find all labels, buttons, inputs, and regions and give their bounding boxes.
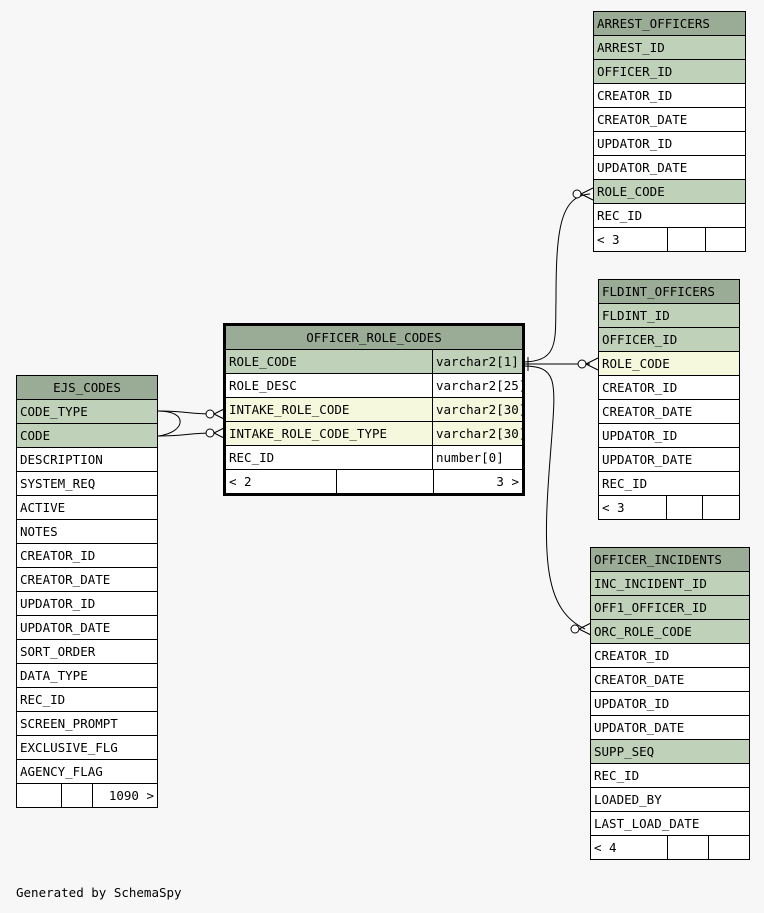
- column-name: NOTES: [20, 524, 58, 539]
- column-name: CREATOR_DATE: [602, 404, 693, 419]
- column-type: number[0]: [432, 446, 522, 469]
- column-name: REC_ID: [597, 208, 643, 223]
- column-name: SCREEN_PROMPT: [20, 716, 118, 731]
- crows-foot: [580, 187, 594, 201]
- column-name: CREATOR_ID: [602, 380, 678, 395]
- column-name: CREATOR_ID: [20, 548, 96, 563]
- table-arrest-officers[interactable]: ARREST_OFFICERS ARREST_ID OFFICER_ID CRE…: [593, 11, 746, 252]
- column-type: varchar2[30]: [432, 422, 522, 445]
- column-name: CODE: [20, 428, 51, 443]
- table-title: OFFICER_INCIDENTS: [594, 552, 722, 567]
- crows-foot: [585, 357, 599, 371]
- column-name: UPDATOR_DATE: [20, 620, 111, 635]
- child-count: 1090 >: [92, 784, 157, 807]
- column-name: UPDATOR_DATE: [597, 160, 688, 175]
- parent-count: < 3: [602, 500, 625, 515]
- column-name: ROLE_CODE: [597, 184, 665, 199]
- table-title: EJS_CODES: [53, 380, 121, 395]
- column-name: FLDINT_ID: [602, 308, 670, 323]
- column-name: ROLE_CODE: [602, 356, 670, 371]
- column-name: ARREST_ID: [597, 40, 665, 55]
- rel-orc-to-incidents: [521, 365, 586, 630]
- column-name: CREATOR_DATE: [20, 572, 111, 587]
- column-name: UPDATOR_ID: [602, 428, 678, 443]
- column-name: ROLE_DESC: [229, 378, 297, 393]
- child-count: 3 >: [433, 470, 522, 493]
- child-count: [705, 228, 745, 251]
- row-count: [667, 228, 705, 251]
- crows-foot-circle: [572, 189, 582, 199]
- column-name: CREATOR_DATE: [594, 672, 685, 687]
- column-name: UPDATOR_DATE: [594, 720, 685, 735]
- table-fldint-officers[interactable]: FLDINT_OFFICERS FLDINT_ID OFFICER_ID ROL…: [598, 279, 740, 520]
- column-type: varchar2[1]: [432, 350, 522, 373]
- column-name: ORC_ROLE_CODE: [594, 624, 692, 639]
- column-name: UPDATOR_ID: [594, 696, 670, 711]
- table-officer-incidents[interactable]: OFFICER_INCIDENTS INC_INCIDENT_ID OFF1_O…: [590, 547, 750, 860]
- column-name: LAST_LOAD_DATE: [594, 816, 700, 831]
- rel-orc-to-arrest: [521, 193, 591, 363]
- column-name: INTAKE_ROLE_CODE: [229, 402, 350, 417]
- column-name: CREATOR_DATE: [597, 112, 688, 127]
- column-name: CREATOR_ID: [597, 88, 673, 103]
- crows-foot-circle: [205, 409, 215, 419]
- table-ejs-codes[interactable]: EJS_CODES CODE_TYPE CODE DESCRIPTION SYS…: [16, 375, 158, 808]
- row-count: [336, 470, 433, 493]
- column-name: AGENCY_FLAG: [20, 764, 103, 779]
- column-name: REC_ID: [20, 692, 66, 707]
- table-title: OFFICER_ROLE_CODES: [306, 330, 442, 345]
- column-name: SORT_ORDER: [20, 644, 96, 659]
- column-name: DATA_TYPE: [20, 668, 88, 683]
- column-name: CODE_TYPE: [20, 404, 88, 419]
- generated-by-label: Generated by SchemaSpy: [16, 885, 182, 900]
- column-name: ROLE_CODE: [229, 354, 297, 369]
- column-name: SYSTEM_REQ: [20, 476, 96, 491]
- column-name: EXCLUSIVE_FLG: [20, 740, 118, 755]
- parent-count: < 2: [229, 474, 252, 489]
- parent-count: [17, 784, 61, 807]
- column-name: UPDATOR_ID: [20, 596, 96, 611]
- column-name: OFF1_OFFICER_ID: [594, 600, 707, 615]
- crows-foot-circle: [577, 359, 587, 369]
- child-count: [702, 496, 739, 519]
- column-name: REC_ID: [594, 768, 640, 783]
- column-name: INC_INCIDENT_ID: [594, 576, 707, 591]
- table-title: ARREST_OFFICERS: [597, 16, 710, 31]
- column-name: LOADED_BY: [594, 792, 662, 807]
- rel-ejs-to-intake-role-code-line: [157, 410, 213, 415]
- column-name: UPDATOR_ID: [597, 136, 673, 151]
- column-name: UPDATOR_DATE: [602, 452, 693, 467]
- column-type: varchar2[30]: [432, 398, 522, 421]
- rel-ejs-to-intake-role-code-type: [157, 432, 213, 437]
- row-count: [61, 784, 92, 807]
- column-name: DESCRIPTION: [20, 452, 103, 467]
- rel-ejs-to-intake-role-code: [157, 410, 181, 437]
- crows-foot-circle: [205, 428, 215, 438]
- column-name: OFFICER_ID: [602, 332, 678, 347]
- parent-count: < 4: [594, 840, 617, 855]
- crows-foot-circle: [570, 624, 580, 634]
- row-count: [666, 496, 702, 519]
- column-name: ACTIVE: [20, 500, 66, 515]
- table-title: FLDINT_OFFICERS: [602, 284, 715, 299]
- column-name: SUPP_SEQ: [594, 744, 655, 759]
- column-name: REC_ID: [602, 476, 648, 491]
- parent-count: < 3: [597, 232, 620, 247]
- child-count: [708, 836, 749, 859]
- column-type: varchar2[25]: [432, 374, 522, 397]
- column-name: OFFICER_ID: [597, 64, 673, 79]
- column-name: CREATOR_ID: [594, 648, 670, 663]
- column-name: REC_ID: [229, 450, 275, 465]
- column-name: INTAKE_ROLE_CODE_TYPE: [229, 426, 388, 441]
- row-count: [667, 836, 708, 859]
